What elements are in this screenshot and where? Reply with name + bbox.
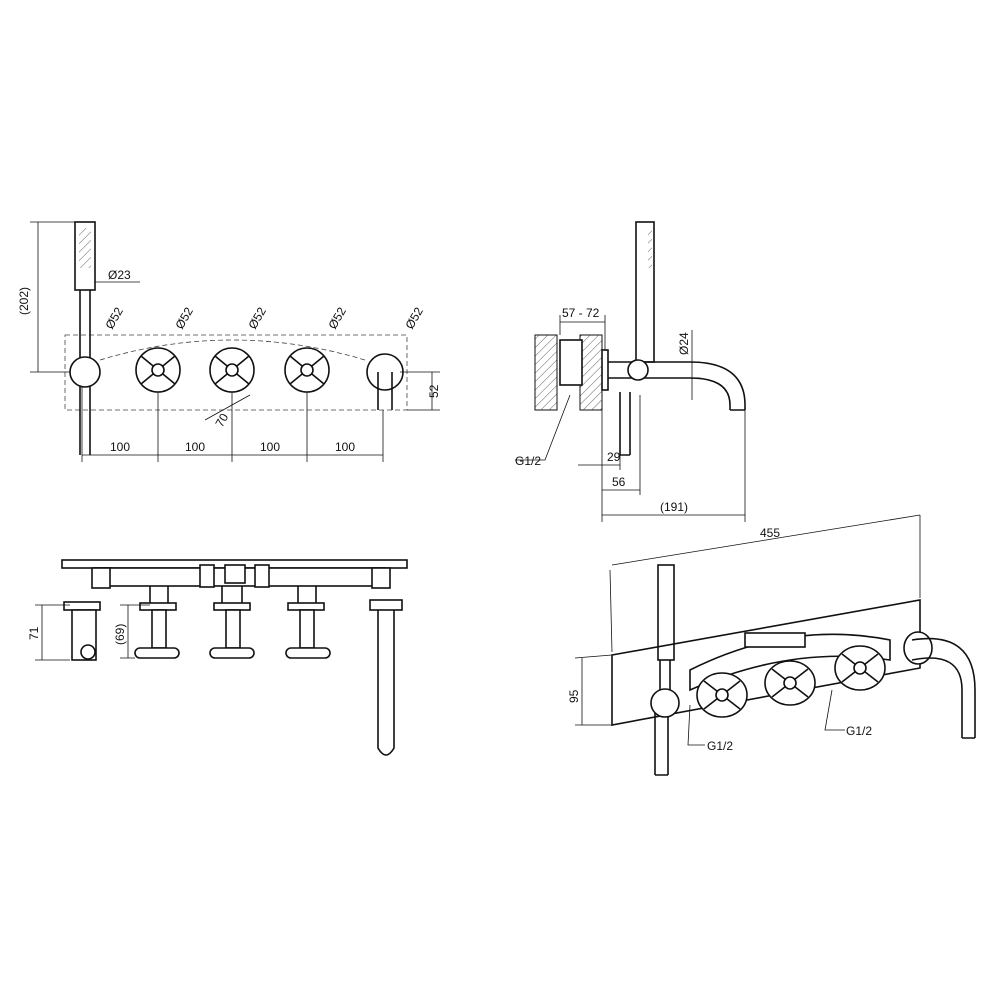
- label-connection-right: G1/2: [846, 724, 872, 738]
- dim-wall-depth: 57 - 72: [562, 306, 600, 320]
- top-spout: [377, 610, 395, 756]
- perspective-shower-head: [657, 564, 675, 661]
- dim-spacing-3: 100: [260, 440, 280, 454]
- dim-69: (69): [113, 624, 127, 645]
- dim-diameter-1: Ø52: [102, 305, 126, 332]
- dim-56: 56: [612, 475, 626, 489]
- dim-spacing-1: 100: [110, 440, 130, 454]
- top-handle-3: [285, 647, 331, 659]
- label-connection: G1/2: [515, 454, 541, 468]
- front-view: (202) Ø23 Ø52 Ø52 Ø52 Ø52 Ø52 52 70 100 …: [17, 221, 441, 462]
- wall-section: [534, 334, 558, 411]
- handle-cross-2: [209, 347, 255, 393]
- dim-diameter-2: Ø52: [172, 305, 196, 332]
- top-handle-1: [134, 647, 180, 659]
- dim-diameter-3: Ø52: [245, 305, 269, 332]
- shower-holder: [69, 356, 101, 388]
- perspective-view: 455 95 G1/2 G1/2: [567, 514, 976, 776]
- dim-plate-height: 52: [427, 384, 441, 398]
- dim-spacing-2: 100: [185, 440, 205, 454]
- perspective-spout: [911, 637, 976, 739]
- label-connection-left: G1/2: [707, 739, 733, 753]
- perspective-plate: [611, 599, 921, 726]
- handle-cross-1: [135, 347, 181, 393]
- dim-71: 71: [27, 626, 41, 640]
- dim-hose-diameter: Ø23: [108, 268, 131, 282]
- dim-202: (202): [17, 287, 31, 315]
- dim-spout-reach: (191): [660, 500, 688, 514]
- dim-70: 70: [212, 411, 231, 430]
- dim-95: 95: [567, 689, 581, 703]
- mounting-plate-outline: [64, 334, 408, 411]
- handle-cross-3: [284, 347, 330, 393]
- dim-455: 455: [760, 526, 780, 540]
- dim-spacing-4: 100: [335, 440, 355, 454]
- spout-rosette: [366, 353, 404, 391]
- dim-29: 29: [607, 450, 621, 464]
- dim-diameter-4: Ø52: [325, 305, 349, 332]
- dim-diameter-5: Ø52: [402, 305, 426, 332]
- side-view: 57 - 72 Ø24 G1/2 29 56 (191): [515, 221, 746, 522]
- top-view: 71 (69): [27, 559, 408, 756]
- shower-head: [74, 221, 96, 291]
- top-handle-2: [209, 647, 255, 659]
- dim-spout-diameter: Ø24: [677, 332, 691, 355]
